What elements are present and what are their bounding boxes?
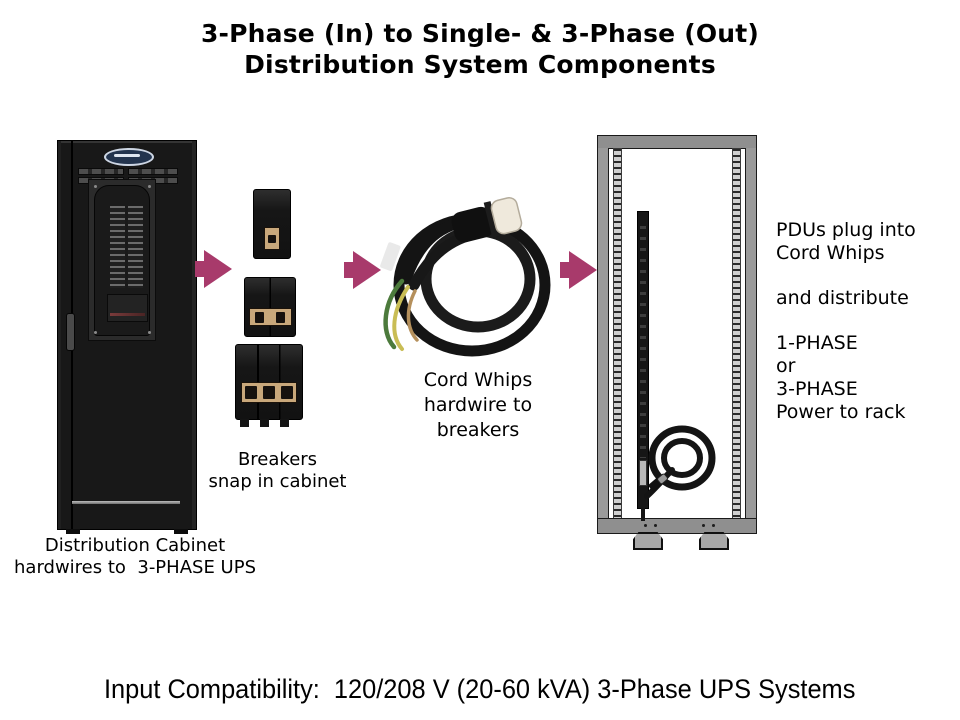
label-distribution-cabinet: Distribution Cabinet hardwires to 3-PHAS… [0,535,270,579]
breaker-feet [240,419,298,427]
rack-bottom-bar [597,518,757,534]
breaker-1pole-graphic [253,189,291,259]
breaker-toggle [248,308,292,327]
breaker-toggle-switch [255,311,265,323]
label-line: 1-PHASE [776,332,858,354]
cord-whip-plug [451,196,523,243]
label-line: Cord Whips [776,242,885,264]
rack-bolt [654,524,657,527]
flow-arrow-tail [195,261,205,277]
page-title-line1: 3-Phase (In) to Single- & 3-Phase (Out) [200,19,760,48]
rack-graphic [597,135,757,550]
label-cord-whips: Cord Whips hardwire to breakers [393,368,563,443]
flow-arrow-head [353,251,381,289]
panel-screw [94,185,97,188]
label-line: or [776,355,796,377]
rack-top-bar [597,135,757,149]
rack-side-right [745,148,757,519]
panel-screw [148,185,151,188]
pdu-label [639,460,647,486]
rack-bolt [712,524,715,527]
pdu-outlets [640,218,646,458]
breaker-panel-frame [94,185,150,336]
rack-side-left [597,148,609,519]
breaker-toggle-switch [267,234,277,243]
footer-text: Input Compatibility: 120/208 V (20-60 kV… [104,674,856,704]
breaker-2pole-graphic [244,277,296,337]
cabinet-trim-line [72,501,180,504]
label-line: 3-PHASE [776,378,858,400]
label-line: and distribute [776,287,909,309]
cabinet-door-handle [66,313,75,351]
label-line: Breakers [237,449,318,470]
breaker-panel-window [88,179,156,341]
cabinet-label-strip [78,168,124,175]
cabinet-foot [66,529,80,534]
label-line: Distribution Cabinet [44,535,226,556]
rack-bolt [702,524,705,527]
pdu-graphic [637,211,649,521]
rack-foot [633,532,663,550]
footer-compatibility-text: Input Compatibility: 120/208 V (20-60 kV… [0,674,960,705]
breaker-toggle [240,382,298,404]
label-line: hardwires to 3-PHASE UPS [14,557,256,578]
label-line: breakers [436,419,520,441]
rack-bolt [644,524,647,527]
cord-whip-graphic [380,196,551,357]
pdu-mounting-tab [641,508,645,521]
label-line: snap in cabinet [208,471,347,492]
rack-foot [699,532,729,550]
breaker-slot-vents [128,206,143,288]
label-line: Cord Whips [423,369,533,391]
panel-control-area [107,294,148,322]
flow-arrow-icon [344,251,382,289]
flow-arrow-icon [195,250,233,288]
flow-arrow-tail [560,262,570,278]
flow-arrow-head [204,250,232,288]
label-pdus: PDUs plug into Cord Whips and distribute… [776,219,956,424]
breaker-3pole-graphic [235,344,303,427]
tripp-lite-logo [104,148,154,166]
breaker-toggle-switch [281,385,294,400]
breaker-toggle-switch [275,311,285,323]
breaker-toggle-switch [262,385,275,400]
pdu-cord-coil-graphic [644,425,716,499]
flow-arrow-tail [344,262,354,278]
panel-screw [94,331,97,334]
label-line: PDUs plug into [776,219,916,241]
breaker-segments [245,278,295,336]
pdu-cord-connector [648,473,668,492]
breaker-toggle [264,227,280,250]
cabinet-label-strip [128,168,178,175]
breaker-slot-vents [110,206,125,288]
label-line: Power to rack [776,401,906,423]
breaker-toggle-switch [244,385,257,400]
flow-arrow-head [569,251,597,289]
label-line: hardwire to [423,394,533,416]
label-breakers: Breakers snap in cabinet [190,449,365,493]
panel-screw [148,331,151,334]
label-paragraph: PDUs plug into Cord Whips [776,219,956,265]
rack-rail-left [613,148,622,521]
cabinet-foot [174,529,188,534]
rack-rail-right [732,148,741,521]
flow-arrow-icon [560,251,598,289]
label-paragraph: and distribute [776,287,956,310]
label-paragraph: 1-PHASE or 3-PHASE Power to rack [776,332,956,424]
page-title: 3-Phase (In) to Single- & 3-Phase (Out) … [0,18,960,80]
distribution-cabinet-graphic [57,140,197,534]
page-title-line2: Distribution System Components [244,50,716,79]
